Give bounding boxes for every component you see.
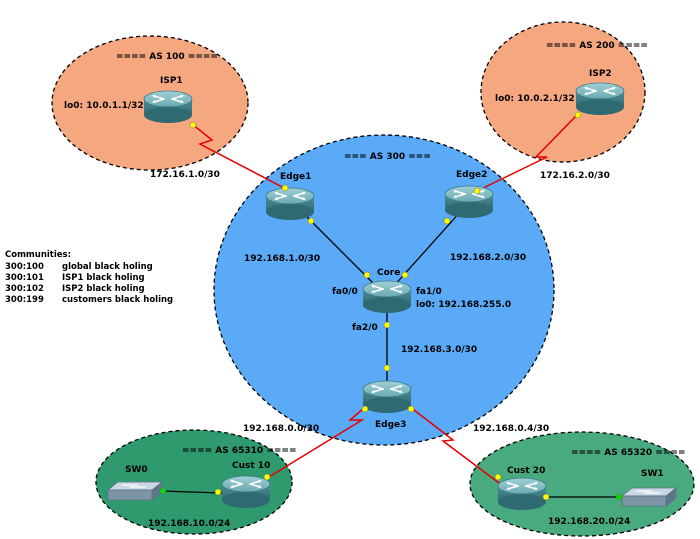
port-dot — [383, 321, 391, 329]
community-code: 300:199 — [5, 295, 44, 305]
subnet-cust20-lan-label: 192.168.20.0/24 — [548, 517, 630, 527]
edge3-router-icon[interactable] — [362, 380, 412, 414]
link-sw0-cust10 — [159, 490, 223, 494]
port-dot — [383, 364, 391, 372]
port-dot — [542, 493, 550, 501]
port-dot — [281, 184, 289, 192]
community-desc: ISP1 black holing — [62, 273, 145, 283]
subnet-isp1-edge1-label: 172.16.1.0/30 — [150, 170, 220, 180]
subnet-edge1-core-label: 192.168.1.0/30 — [244, 254, 320, 264]
cust20-router-icon[interactable] — [497, 477, 547, 511]
core-fa00-label: fa0/0 — [332, 287, 358, 297]
link-isp1-edge1 — [191, 123, 287, 190]
core-fa10-label: fa1/0 — [416, 287, 442, 297]
isp2-loopback-label: lo0: 10.0.2.1/32 — [495, 94, 575, 104]
communities-title: Communities: — [5, 250, 71, 260]
port-dot — [159, 487, 167, 495]
port-dot — [307, 217, 315, 225]
zone-as65320 — [469, 431, 695, 537]
cust10-router-icon[interactable] — [221, 475, 271, 509]
port-dot — [407, 405, 415, 413]
cust20-label: Cust 20 — [507, 466, 545, 476]
port-dot — [401, 271, 409, 279]
port-dot — [494, 473, 502, 481]
link-isp2-edge2 — [476, 114, 578, 192]
edge1-label: Edge1 — [280, 172, 311, 182]
port-dot — [214, 488, 222, 496]
zone-as65310-label: ==== AS 65310 ==== — [182, 446, 297, 456]
edge2-label: Edge2 — [456, 170, 487, 180]
subnet-core-edge3-label: 192.168.3.0/30 — [401, 345, 477, 355]
zone-as200-label: ==== AS 200 ==== — [546, 41, 648, 51]
core-fa20-label: fa2/0 — [352, 323, 378, 333]
sw0-switch-icon[interactable] — [107, 481, 163, 501]
link-edge3-cust20 — [404, 402, 508, 490]
community-code: 300:102 — [5, 284, 44, 294]
port-dot — [361, 405, 369, 413]
port-dot — [615, 493, 623, 501]
core-label: Core — [377, 268, 400, 278]
port-dot — [363, 271, 371, 279]
isp2-label: ISP2 — [589, 69, 612, 79]
port-dot — [473, 187, 481, 195]
zone-as100-label: ==== AS 100 ==== — [116, 52, 218, 62]
subnet-edge3-cust10-label: 192.168.0.0/30 — [243, 424, 319, 434]
core-router-icon[interactable] — [362, 280, 412, 314]
subnet-isp2-edge2-label: 172.16.2.0/30 — [540, 171, 610, 181]
port-dot — [443, 217, 451, 225]
zone-as300-label: === AS 300 === — [344, 152, 431, 162]
zone-as65310 — [95, 429, 293, 535]
link-edge3-cust10 — [245, 402, 371, 492]
cust10-label: Cust 10 — [232, 461, 270, 471]
port-dot — [189, 121, 197, 129]
edge1-router-icon[interactable] — [265, 187, 315, 221]
isp1-label: ISP1 — [160, 76, 183, 86]
community-code: 300:101 — [5, 273, 44, 283]
community-desc: customers black holing — [62, 295, 173, 305]
community-desc: ISP2 black holing — [62, 284, 145, 294]
sw0-label: SW0 — [125, 465, 148, 475]
community-desc: global black holing — [62, 262, 153, 272]
port-indicators — [159, 111, 623, 501]
core-loopback-label: lo0: 192.168.255.0 — [416, 300, 511, 310]
port-dot — [574, 111, 582, 119]
sw1-switch-icon[interactable] — [621, 487, 677, 507]
isp1-loopback-label: lo0: 10.0.1.1/32 — [64, 101, 144, 111]
community-code: 300:100 — [5, 262, 44, 272]
isp2-router-icon[interactable] — [575, 82, 625, 116]
subnet-edge2-core-label: 192.168.2.0/30 — [450, 253, 526, 263]
zone-as200 — [480, 21, 646, 163]
sw1-label: SW1 — [641, 469, 664, 479]
subnet-edge3-cust20-label: 192.168.0.4/30 — [473, 424, 549, 434]
edge3-label: Edge3 — [375, 420, 406, 430]
isp1-router-icon[interactable] — [143, 90, 193, 124]
zone-as65320-label: ==== AS 65320 ==== — [571, 448, 686, 458]
communities-legend: Communities: 300:100 global black holing… — [5, 250, 173, 305]
edge2-router-icon[interactable] — [444, 185, 494, 219]
port-dot — [263, 473, 271, 481]
subnet-cust10-lan-label: 192.168.10.0/24 — [148, 519, 230, 529]
